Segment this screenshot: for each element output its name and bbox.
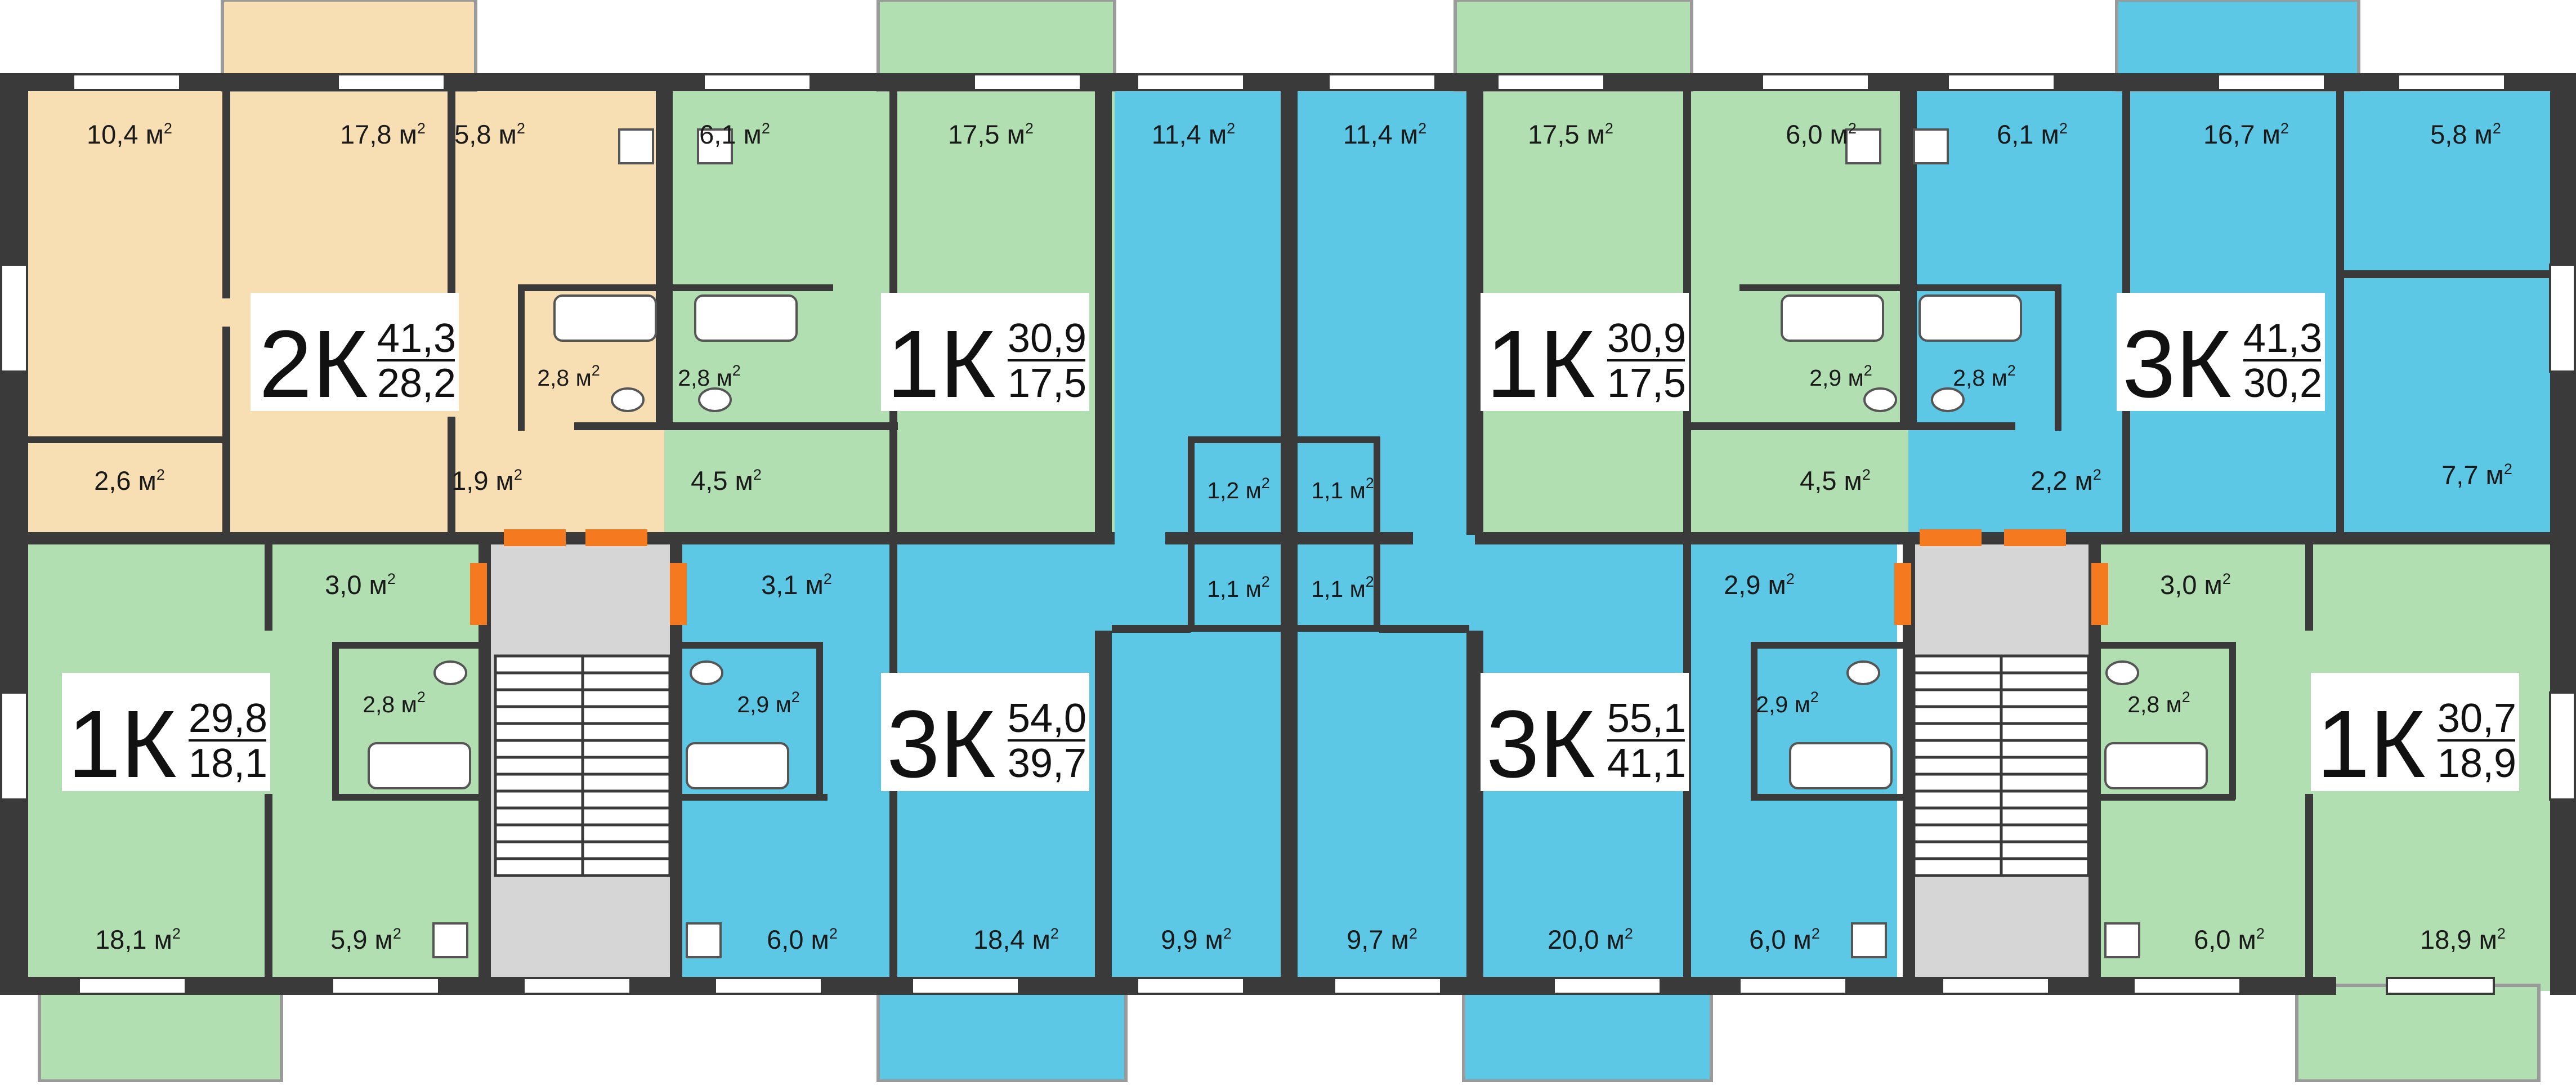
balcony-bottom-green-2 [2295,984,2541,1083]
room-area-label: 20,0 м2 [1548,925,1633,954]
apartment-total-area: 41,3 [377,316,456,361]
room-area-label: 6,0 м2 [1786,119,1857,149]
room-area-label: 3,0 м2 [2160,570,2231,600]
apartment-total-area: 41,3 [2243,316,2322,361]
room-area-label: 2,8 м2 [363,689,426,717]
room-area-label: 3,1 м2 [761,570,832,600]
balcony-bottom-green-1 [38,984,283,1083]
apartment-living-area: 17,5 [1607,361,1686,406]
room-area-label: 17,5 м2 [948,119,1034,149]
room-area-labels: 10,4 м2 17,8 м2 5,8 м2 6,1 м2 17,5 м2 11,4 м2… [87,119,2512,954]
room-area-label: 6,0 м2 [767,925,838,954]
apartment-living-area: 39,7 [1008,741,1086,786]
apartment-code: 1К [1486,311,1595,418]
room-area-label: 1,1 м2 [1207,573,1270,602]
room-area-label: 18,1 м2 [95,925,181,954]
apartment-badge-3k-bottom-left: 3К 54,0 39,7 [881,673,1089,798]
room-area-label: 5,9 м2 [330,925,401,954]
apartment-code: 3К [1486,691,1595,798]
room-area-label: 4,5 м2 [1800,466,1871,495]
room-area-label: 2,9 м2 [1724,570,1795,600]
balcony-bottom-blue-1 [876,984,1128,1083]
room-area-label: 17,5 м2 [1528,119,1613,149]
apartment-total-area: 30,9 [1008,316,1086,361]
apartment-living-area: 18,1 [189,741,267,786]
room-area-label: 11,4 м2 [1152,119,1235,149]
apartment-living-area: 41,1 [1607,741,1686,786]
apartment-living-area: 18,9 [2438,741,2516,786]
room-area-label: 2,8 м2 [1953,362,2016,391]
room-area-label: 1,1 м2 [1311,475,1374,503]
room-area-label: 9,7 м2 [1347,925,1417,954]
balcony-bottom-blue-2 [1462,984,1713,1083]
room-area-label: 5,8 м2 [2430,119,2501,149]
room-area-label: 2,8 м2 [2127,689,2190,717]
apartment-code: 1К [2316,691,2426,798]
room-area-label: 1,1 м2 [1311,573,1374,602]
apartment-total-area: 30,7 [2438,696,2516,741]
room-area-label: 18,4 м2 [973,925,1059,954]
room-area-label: 5,8 м2 [454,119,525,149]
apartment-total-area: 30,9 [1607,316,1686,361]
room-area-label: 2,9 м2 [1809,362,1872,391]
apartment-badge-1k-top-right: 1К 30,9 17,5 [1481,293,1689,418]
room-area-label: 1,9 м2 [451,466,522,495]
room-area-label: 9,9 м2 [1161,925,1232,954]
room-area-label: 6,1 м2 [1997,119,2068,149]
apartment-code: 3К [2122,311,2231,418]
apartment-total-area: 54,0 [1008,696,1086,741]
room-area-label: 11,4 м2 [1343,119,1426,149]
room-area-label: 4,5 м2 [691,466,762,495]
room-area-label: 7,7 м2 [2441,460,2512,490]
apartment-badge-3k-top-right: 3К 41,3 30,2 [2117,293,2325,418]
room-area-label: 2,2 м2 [2031,466,2101,495]
apartment-badge-1k-bottom-right: 1К 30,7 18,9 [2311,673,2519,798]
room-area-label: 6,0 м2 [2194,925,2265,954]
apartment-total-area: 55,1 [1607,696,1686,741]
stair-steps [494,654,2090,877]
apartment-badge-2k: 2К 41,3 28,2 [251,293,459,418]
windows [0,73,2576,995]
apartment-badge-1k-top-left: 1К 30,9 17,5 [881,293,1089,418]
room-area-label: 2,8 м2 [537,362,600,391]
room-area-label: 16,7 м2 [2203,119,2289,149]
room-area-label: 1,2 м2 [1207,475,1270,503]
room-area-label: 2,6 м2 [94,466,165,495]
fixtures [368,128,2208,958]
apartment-living-area: 30,2 [2243,361,2322,406]
room-area-label: 6,1 м2 [699,119,770,149]
apartment-code: 2К [259,311,368,418]
apartment-badge-1k-bottom-left: 1К 29,8 18,1 [62,673,270,798]
room-area-label: 6,0 м2 [1749,925,1820,954]
apartment-living-area: 17,5 [1008,361,1086,406]
apartment-total-area: 29,8 [189,696,267,741]
room-area-label: 2,8 м2 [678,362,741,391]
entrance-doors [470,529,2108,625]
apartment-living-area: 28,2 [377,361,456,406]
apartment-badges: 2К 41,3 28,2 1К 30,9 17,5 1К 30,9 17,5 3… [62,293,2519,798]
apartment-code: 3К [887,691,996,798]
room-area-label: 10,4 м2 [87,119,172,149]
room-area-label: 17,8 м2 [340,119,426,149]
room-area-label: 18,9 м2 [2420,925,2506,954]
apartment-code: 1К [887,311,996,418]
apartment-code: 1К [68,691,177,798]
apartment-badge-3k-bottom-right: 3К 55,1 41,1 [1481,673,1689,798]
room-area-label: 2,9 м2 [737,689,800,717]
room-area-label: 2,9 м2 [1756,689,1819,717]
room-area-label: 3,0 м2 [325,570,396,600]
